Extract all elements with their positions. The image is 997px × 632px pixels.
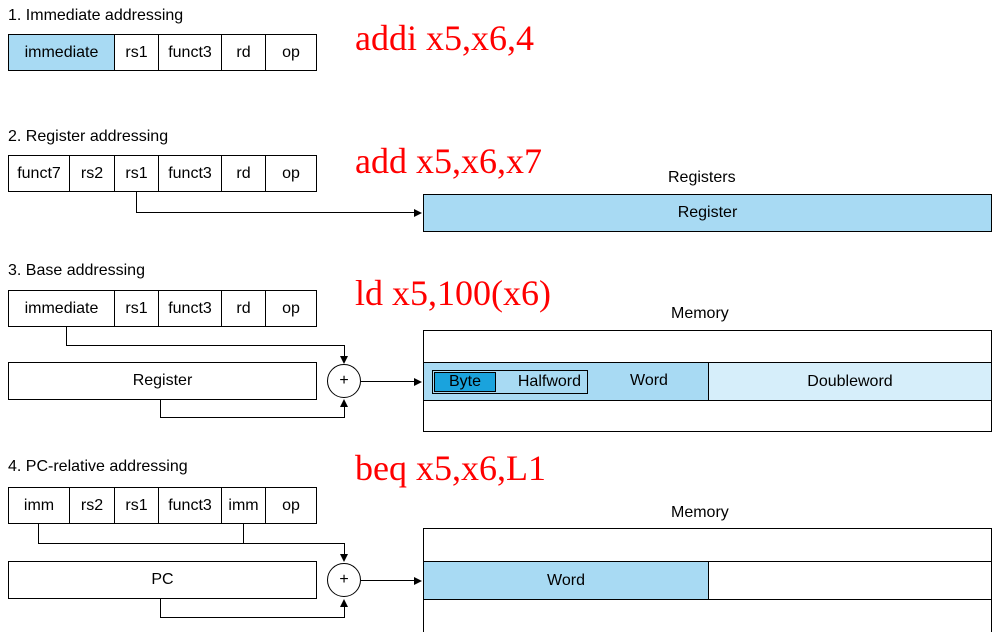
reg-field-rd: rd [221,155,266,192]
base-field-rd: rd [221,290,266,327]
arrow-right-icon [414,378,422,386]
immediate-example: addi x5,x6,4 [355,18,534,58]
pc-adder: + [327,563,361,597]
rs1-connector-vertical [136,192,137,213]
reg-field-funct3: funct3 [158,155,222,192]
base-field-op: op [265,290,317,327]
register-example: add x5,x6,x7 [355,141,542,181]
doubleword-cell: Doubleword [708,362,992,401]
pc-box: PC [8,561,317,599]
register-addressing-title: 2. Register addressing [8,128,169,145]
arrow-right-icon [414,209,422,217]
base-field-immediate: immediate [8,290,115,327]
pc-field-imm-low: imm [221,487,266,524]
imm-field-funct3: funct3 [158,34,222,71]
base-example: ld x5,100(x6) [355,273,551,313]
byte-cell: Byte [434,372,496,392]
pcrel-example: beq x5,x6,L1 [355,448,546,488]
base-field-rs1: rs1 [114,290,159,327]
base-register-box: Register [8,362,317,400]
base-reg-connector-vertical [160,400,161,418]
imm-field-op: op [265,34,317,71]
pc-field-funct3: funct3 [158,487,222,524]
base-imm-connector-vertical [66,327,67,346]
immediate-addressing-title: 1. Immediate addressing [8,7,184,24]
word-label: Word [630,372,668,389]
registers-bank-label: Registers [668,169,736,186]
arrow-down-icon [340,356,348,364]
reg-field-op: op [265,155,317,192]
base-reg-connector-up [344,406,345,418]
arrow-up-icon [340,399,348,407]
base-reg-connector-horizontal [160,417,345,418]
base-memory-label: Memory [671,305,729,322]
imm-field-immediate: immediate [8,34,115,71]
base-adder: + [327,364,361,398]
arrow-up-icon [340,599,348,607]
pc-adder-output-line [361,580,415,581]
reg-field-funct7: funct7 [8,155,70,192]
pc-imm-connector-down [344,543,345,555]
pc-imm-high-connector [38,524,39,544]
pc-imm-connector-horizontal [38,543,345,544]
base-field-funct3: funct3 [158,290,222,327]
pc-connector-horizontal [160,617,345,618]
pc-field-imm-high: imm [8,487,70,524]
base-adder-output-line [361,381,415,382]
rs1-connector-horizontal [136,212,415,213]
reg-field-rs1: rs1 [114,155,159,192]
pcrel-word-cell: Word [423,561,709,600]
imm-field-rd: rd [221,34,266,71]
base-imm-connector-down [344,345,345,357]
imm-field-rs1: rs1 [114,34,159,71]
pc-field-rs2: rs2 [69,487,115,524]
arrow-right-icon [414,577,422,585]
pc-imm-low-connector [243,524,244,544]
pc-connector-vertical [160,599,161,618]
reg-field-rs2: rs2 [69,155,115,192]
pcrel-addressing-title: 4. PC-relative addressing [8,458,188,475]
pc-connector-up [344,606,345,618]
base-addressing-title: 3. Base addressing [8,262,145,279]
base-imm-connector-horizontal [66,345,345,346]
arrow-down-icon [340,554,348,562]
register-cell: Register [423,194,992,232]
pc-field-op: op [265,487,317,524]
pcrel-memory-label: Memory [671,504,729,521]
pc-field-rs1: rs1 [114,487,159,524]
